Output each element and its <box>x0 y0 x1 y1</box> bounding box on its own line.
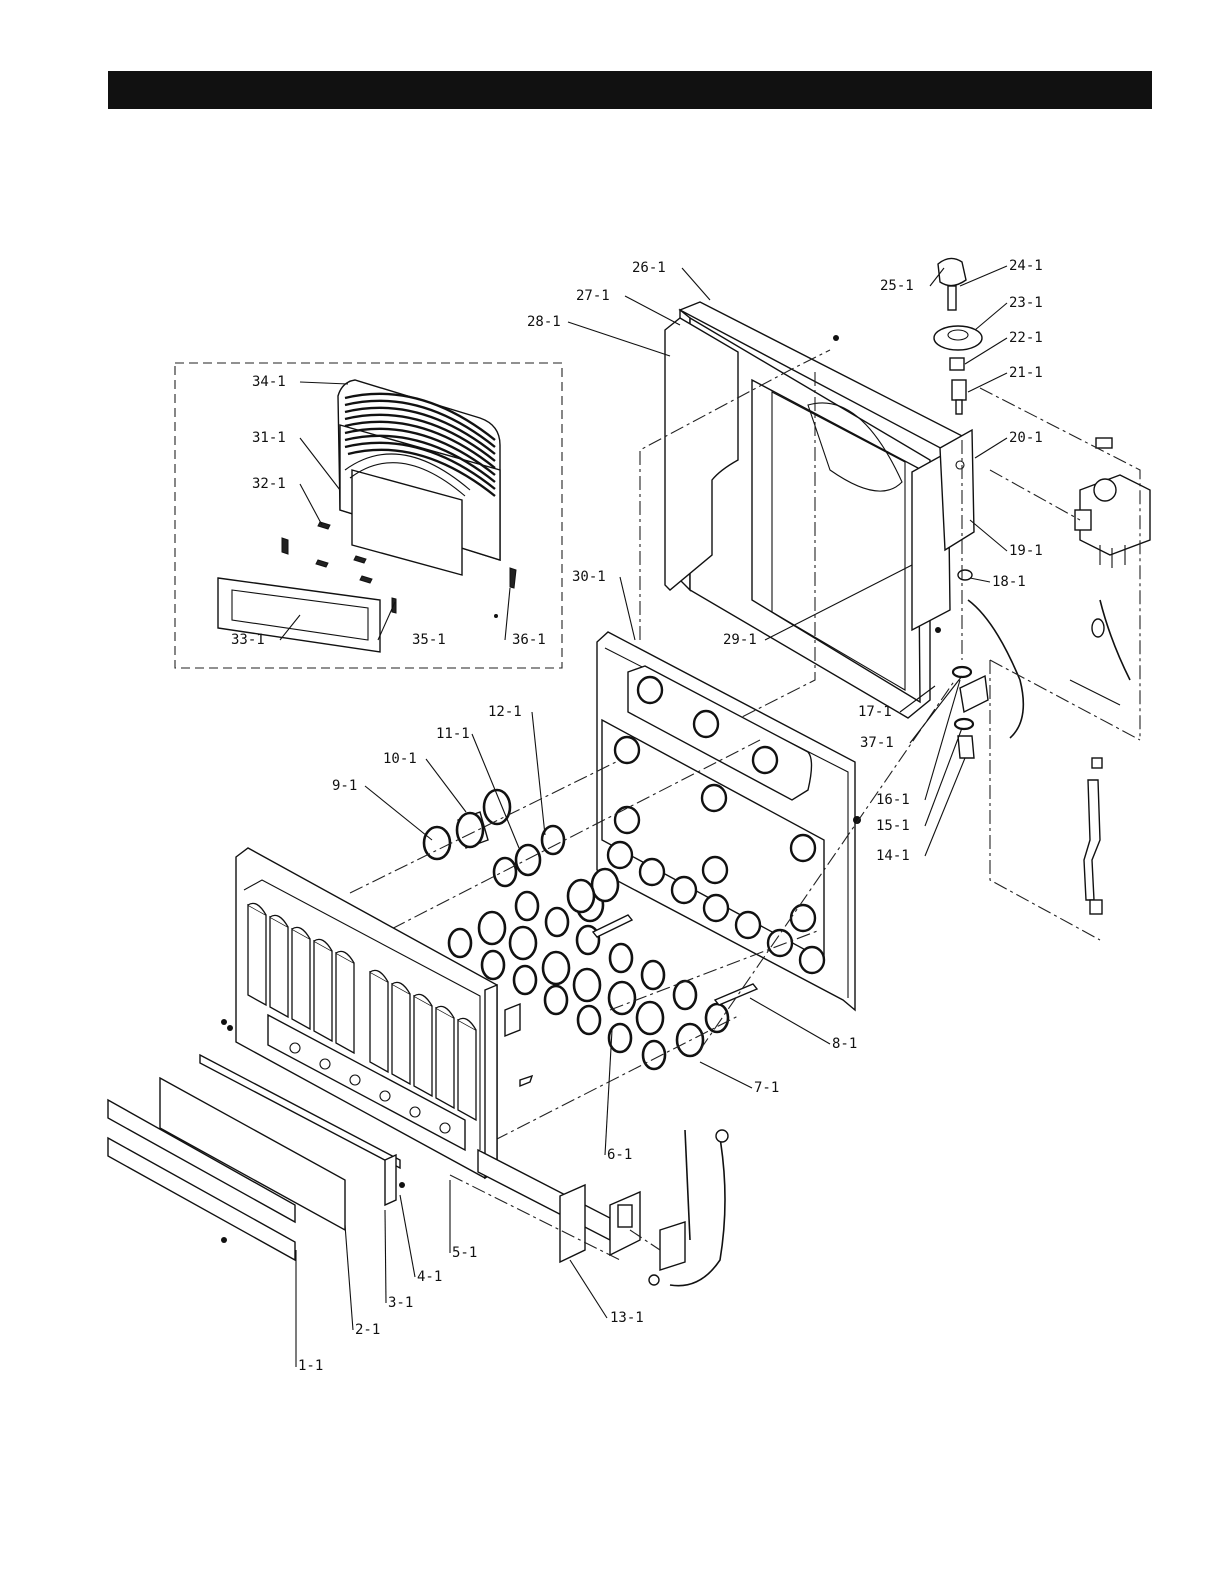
callout-1-1: 1-1 <box>298 1358 323 1374</box>
callout-23-1: 23-1 <box>1009 295 1043 311</box>
callout-31-1: 31-1 <box>252 430 286 446</box>
bushing <box>950 358 964 370</box>
thermocouple <box>968 600 1130 738</box>
callout-8-1: 8-1 <box>832 1036 857 1052</box>
callout-5-1: 5-1 <box>452 1245 477 1261</box>
callout-26-1: 26-1 <box>632 260 666 276</box>
callout-3-1: 3-1 <box>388 1295 413 1311</box>
callout-32-1: 32-1 <box>252 476 286 492</box>
small-fittings <box>953 570 988 758</box>
callout-25-1: 25-1 <box>880 278 914 294</box>
gas-line <box>1084 758 1102 914</box>
callout-2-1: 2-1 <box>355 1322 380 1338</box>
callout-18-1: 18-1 <box>992 574 1026 590</box>
callout-20-1: 20-1 <box>1009 430 1043 446</box>
outer-casing <box>665 302 974 718</box>
callout-7-1: 7-1 <box>754 1080 779 1096</box>
callout-17-1: 17-1 <box>858 704 892 720</box>
bracket <box>505 1004 532 1086</box>
callout-6-1: 6-1 <box>607 1147 632 1163</box>
control-knob <box>938 258 966 310</box>
callout-15-1: 15-1 <box>876 818 910 834</box>
callout-16-1: 16-1 <box>876 792 910 808</box>
callout-35-1: 35-1 <box>412 632 446 648</box>
callout-14-1: 14-1 <box>876 848 910 864</box>
callout-27-1: 27-1 <box>576 288 610 304</box>
callout-36-1: 36-1 <box>512 632 546 648</box>
callout-34-1: 34-1 <box>252 374 286 390</box>
callout-19-1: 19-1 <box>1009 543 1043 559</box>
callout-33-1: 33-1 <box>231 632 265 648</box>
callout-10-1: 10-1 <box>383 751 417 767</box>
callout-4-1: 4-1 <box>417 1269 442 1285</box>
callout-12-1: 12-1 <box>488 704 522 720</box>
callout-37-1: 37-1 <box>860 735 894 751</box>
igniter <box>952 380 966 414</box>
callout-21-1: 21-1 <box>1009 365 1043 381</box>
callout-24-1: 24-1 <box>1009 258 1043 274</box>
callout-30-1: 30-1 <box>572 569 606 585</box>
callout-9-1: 9-1 <box>332 778 357 794</box>
callout-28-1: 28-1 <box>527 314 561 330</box>
callout-11-1: 11-1 <box>436 726 470 742</box>
callout-22-1: 22-1 <box>1009 330 1043 346</box>
front-cover <box>338 380 500 575</box>
burner-assembly <box>478 1130 728 1286</box>
callout-13-1: 13-1 <box>610 1310 644 1326</box>
callout-29-1: 29-1 <box>723 632 757 648</box>
gas-valve <box>1075 438 1150 568</box>
